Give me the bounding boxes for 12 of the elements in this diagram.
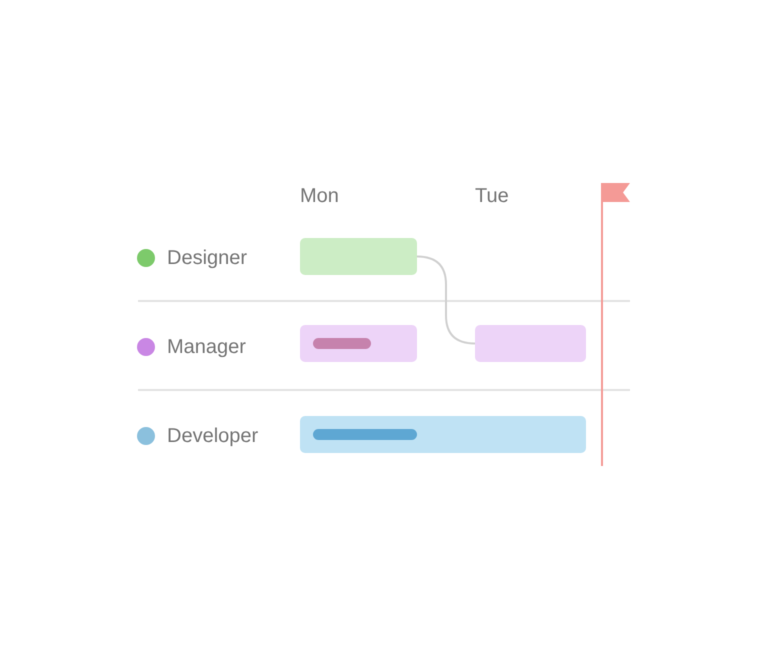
task-bar — [300, 238, 417, 275]
column-header: Mon — [300, 184, 339, 208]
row-label: Designer — [167, 246, 248, 270]
task-bar — [300, 416, 586, 453]
row-label: Developer — [167, 424, 258, 448]
progress-bar — [313, 429, 417, 440]
dependency-connector — [416, 256, 476, 344]
row-label: Manager — [167, 335, 246, 359]
progress-bar — [313, 338, 371, 349]
task-bar — [300, 325, 417, 362]
column-header: Tue — [475, 184, 509, 208]
task-bar — [475, 325, 586, 362]
